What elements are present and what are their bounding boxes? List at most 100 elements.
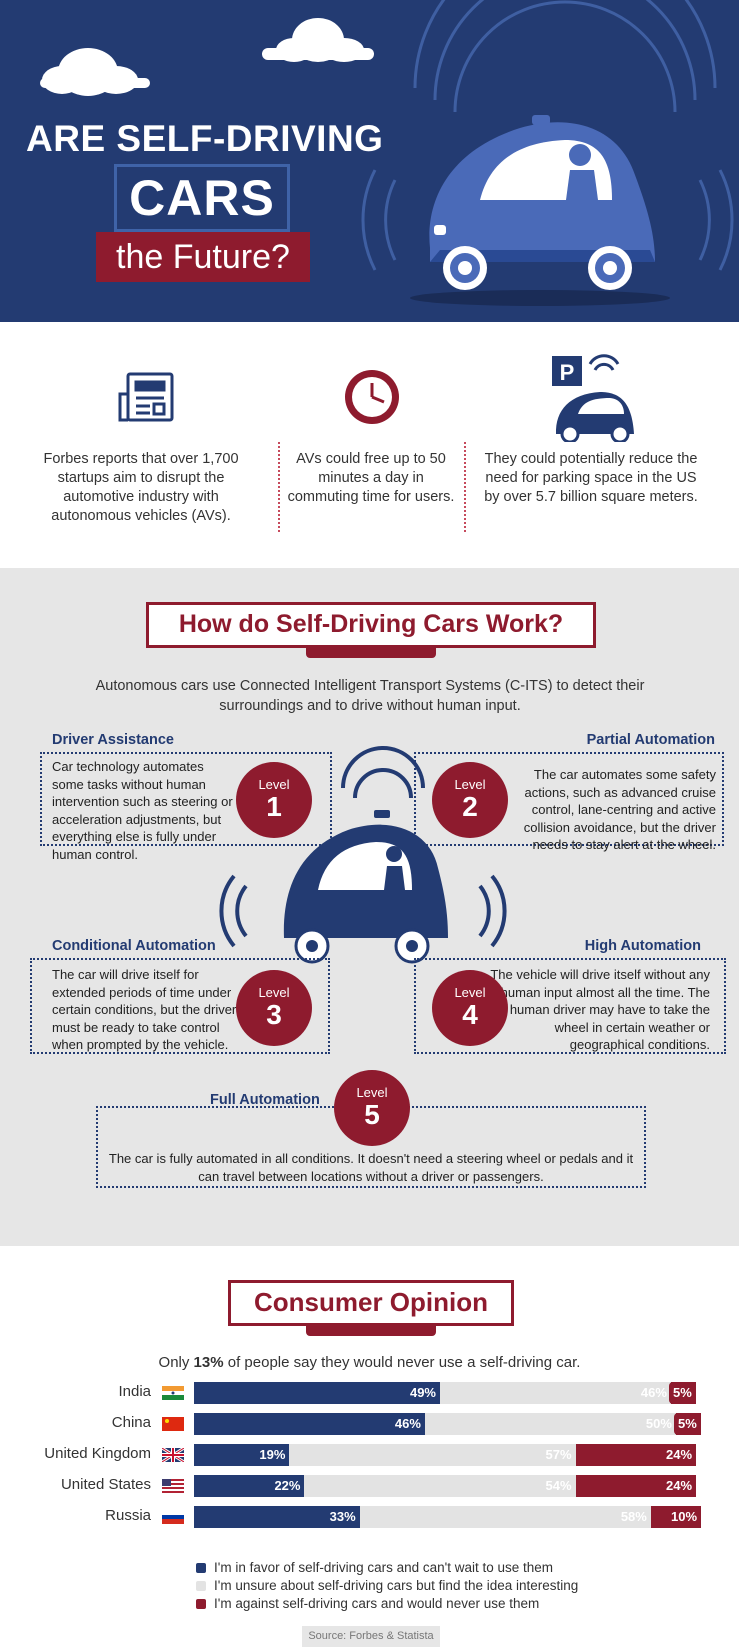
level-label: Level bbox=[454, 985, 486, 1000]
subtitle-prefix: Only bbox=[158, 1354, 194, 1371]
self-driving-car-icon bbox=[429, 115, 655, 290]
level-number: 3 bbox=[266, 999, 282, 1030]
data-label: 49% bbox=[405, 1382, 440, 1404]
flag-russia-icon bbox=[162, 1510, 184, 1524]
data-label: 54% bbox=[541, 1475, 576, 1497]
level-number: 1 bbox=[266, 791, 282, 822]
level-4-text: The vehicle will drive itself without an… bbox=[490, 967, 710, 1052]
bar-segment bbox=[439, 1382, 671, 1404]
level-3-name: Conditional Automation bbox=[52, 938, 216, 954]
chart-row: United States 22% 54% 24% bbox=[0, 1475, 739, 1497]
flag-india-icon bbox=[162, 1386, 184, 1400]
level-2-name: Partial Automation bbox=[586, 732, 715, 748]
hero-title-frame bbox=[114, 164, 290, 232]
level-4-badge: Level 4 bbox=[432, 970, 508, 1046]
level-1-badge: Level 1 bbox=[236, 762, 312, 838]
level-1-box bbox=[40, 752, 332, 846]
cloud-icon bbox=[40, 48, 150, 96]
flag-china-icon bbox=[162, 1417, 184, 1431]
consumer-title-frame bbox=[228, 1280, 514, 1326]
clock-icon bbox=[345, 370, 399, 424]
level-2-box bbox=[414, 752, 724, 846]
fact-startups: Forbes reports that over 1,700 startups … bbox=[43, 451, 239, 524]
center-car-illustration bbox=[219, 746, 507, 964]
bar-segment bbox=[194, 1382, 440, 1404]
data-label: 50% bbox=[641, 1413, 676, 1435]
level-label: Level bbox=[356, 1085, 388, 1100]
level-5-text: The car is fully automated in all condit… bbox=[108, 1151, 634, 1184]
how-title-tab bbox=[306, 648, 436, 658]
level-label: Level bbox=[258, 985, 290, 1000]
fact-parking: They could potentially reduce the need f… bbox=[484, 451, 698, 505]
legend-swatch bbox=[196, 1563, 206, 1573]
level-1-name: Driver Assistance bbox=[52, 732, 174, 748]
level-5-badge: Level 5 bbox=[334, 1070, 410, 1146]
data-label: 33% bbox=[325, 1506, 360, 1528]
level-3-badge: Level 3 bbox=[236, 970, 312, 1046]
chart-row: Russia 33% 58% 10% bbox=[0, 1506, 739, 1528]
level-2-badge: Level 2 bbox=[432, 762, 508, 838]
facts-section: P Forbes reports that over 1,700 startup… bbox=[0, 322, 739, 568]
signal-waves-icon bbox=[361, 0, 734, 271]
bar-segment bbox=[289, 1444, 576, 1466]
subtitle-highlight: 13% bbox=[193, 1354, 224, 1371]
newspaper-icon bbox=[118, 372, 174, 422]
self-driving-car-icon bbox=[283, 810, 448, 964]
country-label: China bbox=[111, 1414, 151, 1431]
hero-banner: ARE SELF-DRIVING CARS the Future? bbox=[0, 0, 739, 322]
data-label: 57% bbox=[541, 1444, 576, 1466]
data-label: 5% bbox=[674, 1413, 701, 1435]
level-4-name: High Automation bbox=[584, 938, 701, 954]
subtitle-suffix: of people say they would never use a sel… bbox=[223, 1354, 581, 1371]
level-number: 2 bbox=[462, 791, 478, 822]
legend-swatch bbox=[196, 1599, 206, 1609]
how-section: How do Self-Driving Cars Work? Autonomou… bbox=[0, 568, 739, 1246]
chart-row: China 46% 50%5% bbox=[0, 1413, 739, 1435]
level-number: 5 bbox=[364, 1099, 380, 1130]
divider bbox=[278, 442, 280, 532]
data-label: 19% bbox=[255, 1444, 290, 1466]
data-label: 24% bbox=[662, 1475, 697, 1497]
country-label: United Kingdom bbox=[44, 1445, 151, 1462]
level-3-box bbox=[30, 958, 330, 1054]
consumer-title: Consumer Opinion bbox=[254, 1287, 488, 1317]
hero-title-line3: the Future? bbox=[96, 232, 310, 282]
country-label: Russia bbox=[105, 1507, 151, 1524]
data-label: 10% bbox=[667, 1506, 702, 1528]
facts-icons: P bbox=[118, 354, 634, 442]
flag-uk-icon bbox=[162, 1448, 184, 1462]
source-label: Source: Forbes & Statista bbox=[302, 1626, 440, 1647]
consumer-title-tab bbox=[306, 1326, 436, 1336]
country-label: United States bbox=[60, 1476, 151, 1493]
consumer-section: Consumer Opinion Only 13% of people say … bbox=[0, 1246, 739, 1649]
data-label: 46% bbox=[636, 1382, 671, 1404]
parking-car-icon: P bbox=[552, 354, 634, 442]
data-label: 22% bbox=[270, 1475, 305, 1497]
consumer-subtitle: Only 13% of people say they would never … bbox=[0, 1354, 739, 1371]
hero-title-line2: CARS bbox=[129, 170, 275, 226]
legend-swatch bbox=[196, 1581, 206, 1591]
data-label: 24% bbox=[662, 1444, 697, 1466]
legend-label: I'm in favor of self-driving cars and ca… bbox=[214, 1560, 554, 1575]
bar-segment bbox=[359, 1506, 651, 1528]
how-title: How do Self-Driving Cars Work? bbox=[178, 610, 564, 638]
hero-title-line1: ARE SELF-DRIVING bbox=[26, 118, 384, 159]
bar-segment bbox=[424, 1413, 676, 1435]
data-label: 58% bbox=[616, 1506, 651, 1528]
level-1-text: Car technology automates some tasks with… bbox=[52, 759, 233, 862]
legend-label: I'm unsure about self-driving cars but f… bbox=[214, 1578, 579, 1593]
signal-waves-icon bbox=[219, 746, 507, 948]
level-3-text: The car will drive itself for extended p… bbox=[52, 967, 237, 1052]
level-5-name: Full Automation bbox=[210, 1092, 320, 1108]
data-label: 46% bbox=[390, 1413, 425, 1435]
svg-text:P: P bbox=[560, 360, 575, 385]
level-label: Level bbox=[454, 777, 486, 792]
level-4-box bbox=[414, 958, 726, 1054]
bar-segment bbox=[304, 1475, 576, 1497]
divider bbox=[464, 442, 466, 532]
bar-segment bbox=[194, 1506, 360, 1528]
data-label: 5% bbox=[669, 1382, 696, 1404]
chart-row: United Kingdom 19% 57% 24% bbox=[0, 1444, 739, 1466]
level-number: 4 bbox=[462, 999, 478, 1030]
